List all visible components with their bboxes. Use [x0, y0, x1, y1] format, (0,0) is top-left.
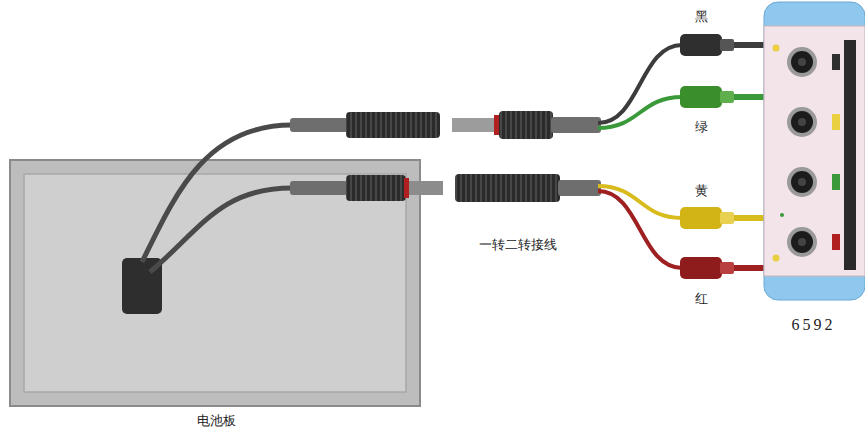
panel-surface: [24, 174, 406, 392]
mc4-connector: [455, 174, 560, 202]
banana-plug: [680, 207, 764, 229]
wire-color-label: 绿: [695, 118, 708, 136]
solar-panel: 电池板: [10, 160, 422, 430]
panel-frame: [10, 160, 420, 406]
node-label: 电池板: [197, 412, 236, 430]
adapter-cable-label: 一转二转接线: [479, 236, 557, 254]
red-wire: [598, 191, 682, 268]
banana-plug: [680, 86, 764, 108]
wire-color-label: 黑: [695, 8, 708, 26]
mc4-connector: [499, 111, 553, 139]
connector-pin: [452, 118, 498, 132]
seal-ring: [404, 178, 409, 198]
mc4-connector: [346, 112, 440, 138]
panel-cable: [142, 125, 292, 262]
wire-color-label: 黄: [695, 182, 708, 200]
device-body: [762, 0, 865, 302]
cable-sleeve: [290, 118, 348, 132]
node-label: 6592: [792, 316, 836, 334]
yellow-wire: [598, 186, 682, 218]
cable-sleeve: [558, 180, 601, 196]
mc4-connector: [346, 175, 406, 201]
cable-sleeve: [290, 181, 348, 195]
seal-ring: [494, 115, 499, 135]
banana-plug: [680, 257, 764, 279]
banana-plug: [680, 34, 764, 56]
connector-pin: [409, 181, 443, 195]
tester-device: 6592: [762, 0, 865, 345]
green-wire: [598, 97, 682, 128]
panel-cable: [150, 188, 292, 272]
wire-color-label: 红: [695, 290, 708, 308]
cable-sleeve: [551, 117, 601, 133]
